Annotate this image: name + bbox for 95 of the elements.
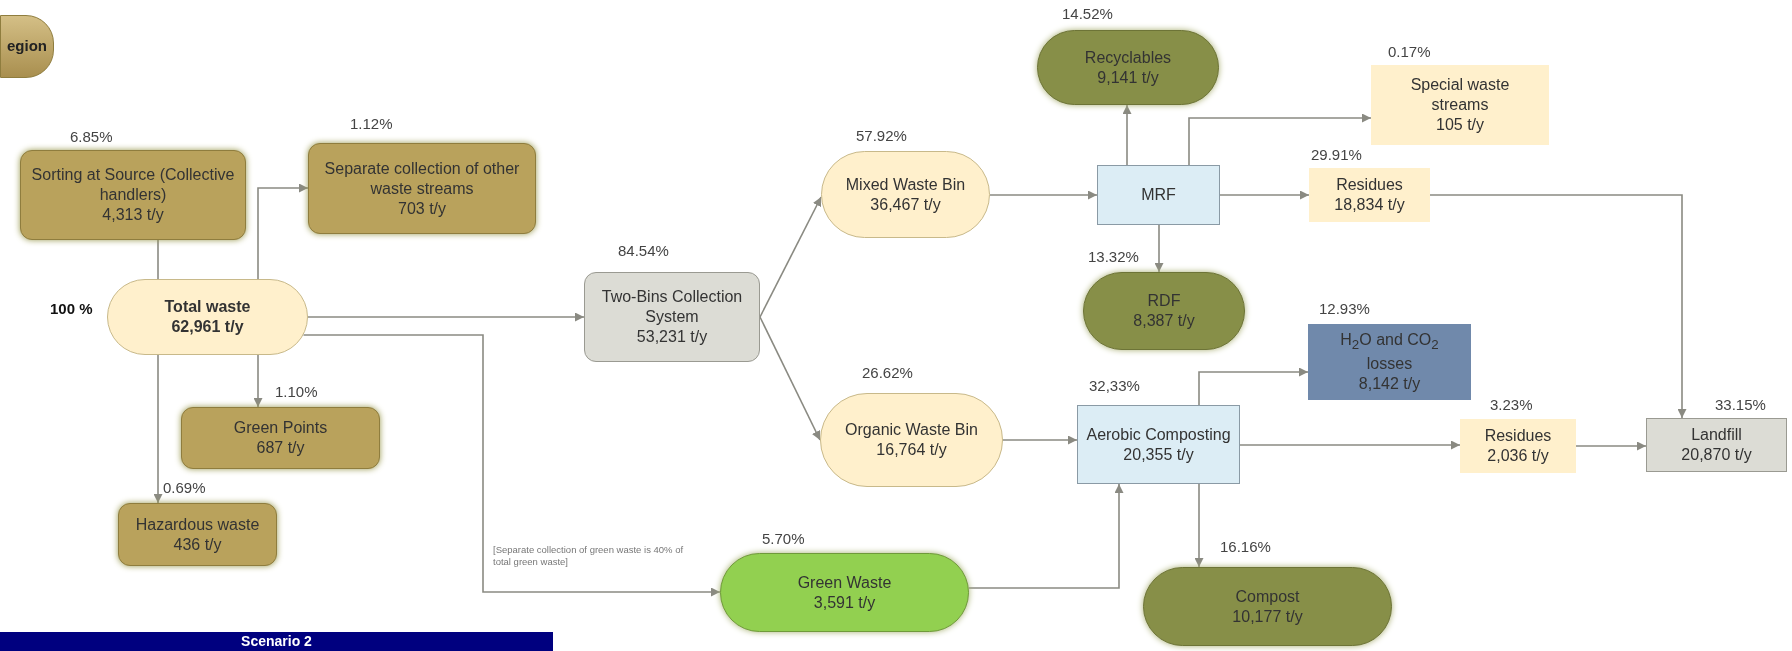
output-pill: [1083, 272, 1245, 350]
arrow: [1122, 104, 1132, 166]
node-label: Hazardous waste: [135, 514, 260, 535]
region-button: [0, 15, 54, 78]
percentage-label: 57.92%: [856, 127, 907, 144]
percentage-label: 1.10%: [275, 383, 318, 400]
percentage-label: 100 %: [50, 300, 93, 317]
node-label: Total waste: [164, 297, 251, 317]
process-box: [1646, 418, 1787, 472]
percentage-label: 13.32%: [1088, 248, 1139, 265]
node-label: RDF: [1147, 291, 1181, 311]
process-box: [118, 503, 277, 566]
process-box: [308, 143, 536, 234]
node-label: Green Waste: [797, 572, 892, 593]
node-label: Mixed Waste Bin: [845, 174, 966, 195]
arrow: [1154, 224, 1164, 273]
arrow: [759, 316, 821, 441]
flow-pill: [720, 553, 969, 632]
arrow: [1198, 367, 1309, 406]
quantity-label: 62,961 t/y: [171, 317, 244, 337]
arrow: [1219, 190, 1310, 200]
node-label: Landfill: [1691, 425, 1742, 445]
arrow: [759, 196, 822, 318]
node-label: MRF: [1141, 185, 1176, 205]
arrow: [153, 354, 163, 504]
arrow: [1429, 194, 1687, 419]
quantity-label: 16,764 t/y: [876, 440, 947, 460]
process-box: [1097, 165, 1220, 225]
quantity-label: 36,467 t/y: [870, 194, 941, 215]
arrow: [1188, 113, 1372, 166]
percentage-label: 32,33%: [1089, 377, 1140, 394]
percentage-label: 12.93%: [1319, 300, 1370, 317]
button-label: egion: [7, 37, 47, 56]
process-box: [584, 272, 760, 362]
node-label: Recyclables: [1084, 47, 1172, 68]
arrow: [989, 190, 1098, 200]
quantity-label: 436 t/y: [173, 534, 222, 555]
percentage-label: 0.17%: [1388, 43, 1431, 60]
percentage-label: 14.52%: [1062, 5, 1113, 22]
output-pill: [1037, 30, 1219, 105]
quantity-label: 4,313 t/y: [102, 205, 164, 225]
node-label: Residues: [1484, 426, 1552, 446]
percentage-label: 26.62%: [862, 364, 913, 381]
quantity-label: 10,177 t/y: [1232, 606, 1303, 627]
quantity-label: 703 t/y: [398, 198, 446, 219]
process-box: [1077, 405, 1240, 484]
percentage-label: 1.12%: [350, 115, 393, 132]
quantity-label: 20,870 t/y: [1681, 445, 1752, 465]
quantity-label: 687 t/y: [256, 438, 305, 458]
node-label: Sorting at Source (Collective handlers): [30, 165, 236, 205]
percentage-label: 3.23%: [1490, 396, 1533, 413]
process-box: [181, 407, 380, 469]
process-box: [1308, 324, 1471, 400]
process-box: [1460, 419, 1576, 473]
arrow: [1239, 440, 1461, 450]
process-box: [1371, 65, 1549, 145]
percentage-label: 29.91%: [1311, 146, 1362, 163]
process-box: [1309, 168, 1430, 222]
percentage-label: 84.54%: [618, 242, 669, 259]
quantity-label: 8,387 t/y: [1133, 311, 1195, 331]
arrow: [257, 183, 309, 280]
percentage-label: 0.69%: [163, 479, 206, 496]
percentage-label: 16.16%: [1220, 538, 1271, 555]
percentage-label: 33.15%: [1715, 396, 1766, 413]
process-box: [20, 150, 246, 240]
node-label: H$_{2}$O and CO$_{2}$ losses: [1339, 330, 1440, 374]
connector-line: [157, 239, 159, 280]
percentage-label: 6.85%: [70, 128, 113, 145]
arrow: [307, 312, 585, 322]
quantity-label: 105 t/y: [1436, 115, 1484, 135]
node-label: Separate collection of other waste streams: [323, 158, 521, 199]
quantity-label: 9,141 t/y: [1097, 67, 1159, 88]
node-label: Special waste streams: [1409, 75, 1511, 115]
quantity-label: 3,591 t/y: [813, 592, 876, 613]
arrow: [253, 354, 263, 408]
node-label: Organic Waste Bin: [845, 420, 978, 440]
quantity-label: 53,231 t/y: [636, 327, 708, 347]
node-label: Aerobic Composting: [1086, 424, 1231, 445]
percentage-label: 5.70%: [762, 530, 805, 547]
output-pill: [1143, 567, 1392, 646]
node-label: Residues: [1336, 175, 1403, 195]
arrow: [967, 483, 1124, 589]
title-bar: [0, 632, 553, 651]
node-label: Compost: [1235, 586, 1300, 607]
node-label: Green Points: [233, 418, 328, 438]
arrow: [1194, 483, 1204, 568]
quantity-label: 8,142 t/y: [1358, 373, 1421, 394]
quantity-label: 20,355 t/y: [1123, 444, 1194, 465]
arrow: [1575, 441, 1647, 451]
quantity-label: 2,036 t/y: [1487, 446, 1549, 466]
arrow: [1002, 435, 1078, 445]
title-text: Scenario 2: [241, 633, 312, 650]
arrow: [302, 334, 721, 597]
node-label: Two-Bins Collection System: [600, 287, 744, 327]
quantity-label: 18,834 t/y: [1334, 195, 1405, 215]
